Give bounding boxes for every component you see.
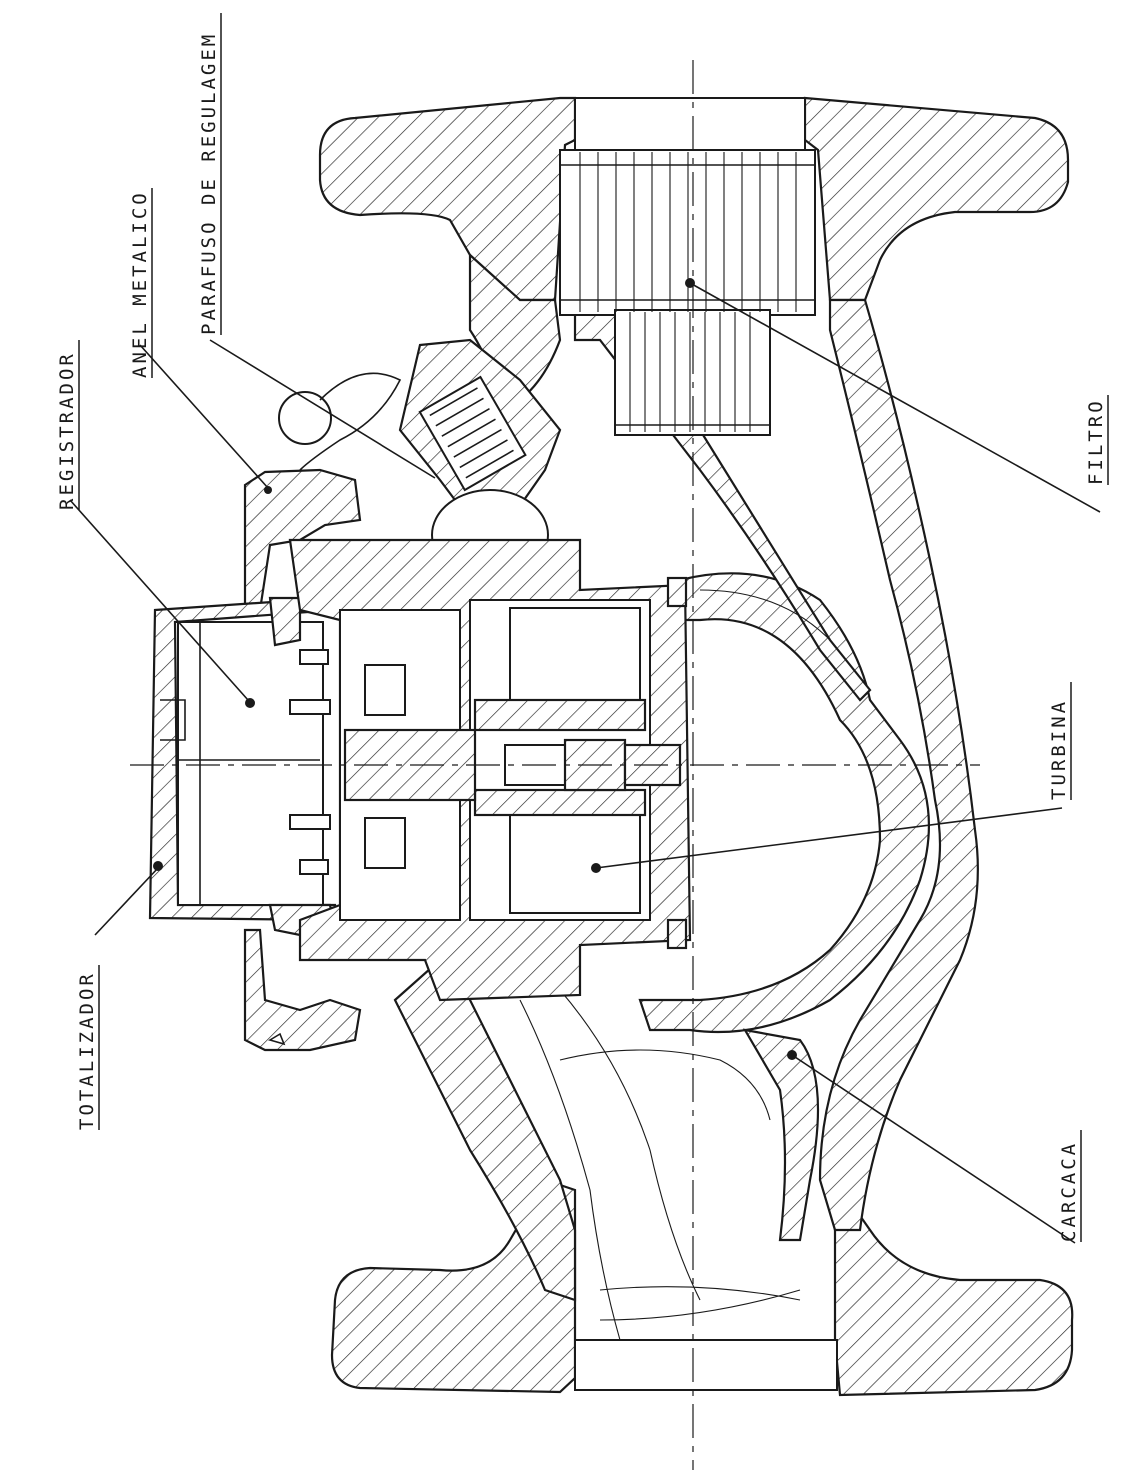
label-carcaca-text: CARCACA <box>1058 1141 1080 1242</box>
leader-parafuso <box>209 339 436 479</box>
leader-registrador <box>69 499 249 701</box>
top-flange-right <box>803 96 1070 302</box>
label-registrador-text: REGISTRADOR <box>56 351 78 510</box>
top-flange <box>318 96 577 302</box>
adjustment-screw <box>278 338 562 581</box>
label-parafuso: PARAFUSO DE REGULAGEM <box>198 13 222 335</box>
leader-carcaca <box>791 1054 1076 1244</box>
bottom-flange <box>330 1178 577 1394</box>
label-turbina: TURBINA <box>1048 682 1072 800</box>
leader-totalizador <box>94 867 159 936</box>
bottom-flange-bore <box>574 1339 838 1391</box>
label-carcaca: CARCACA <box>1058 1130 1082 1242</box>
lower-web <box>742 1028 820 1242</box>
leader-anel-metalico <box>139 344 269 489</box>
bottom-flange-right <box>833 1176 1074 1397</box>
label-filtro-text: FILTRO <box>1085 398 1107 485</box>
label-totalizador: TOTALIZADOR <box>76 965 100 1130</box>
label-totalizador-text: TOTALIZADOR <box>76 971 98 1130</box>
leader-filtro <box>689 282 1101 513</box>
label-anel-metalico: ANEL METALICO <box>129 188 153 378</box>
leader-turbina <box>595 807 1063 869</box>
measuring-chamber <box>288 538 692 1002</box>
label-turbina-text: TURBINA <box>1048 699 1070 800</box>
top-flange-bore <box>574 97 806 151</box>
leaders <box>69 278 1101 1244</box>
filter <box>559 149 816 436</box>
label-registrador: REGISTRADOR <box>56 340 80 510</box>
label-anel-metalico-text: ANEL METALICO <box>129 190 151 378</box>
body-right-wall <box>818 298 979 1232</box>
body-lower-left-wall <box>393 958 577 1302</box>
label-filtro: FILTRO <box>1085 395 1109 485</box>
register <box>148 596 337 937</box>
housing <box>318 96 1074 1397</box>
labels: TOTALIZADOR REGISTRADOR ANEL METALICO PA… <box>56 13 1109 1242</box>
label-parafuso-text: PARAFUSO DE REGULAGEM <box>198 32 220 335</box>
center-lines <box>130 60 980 1470</box>
